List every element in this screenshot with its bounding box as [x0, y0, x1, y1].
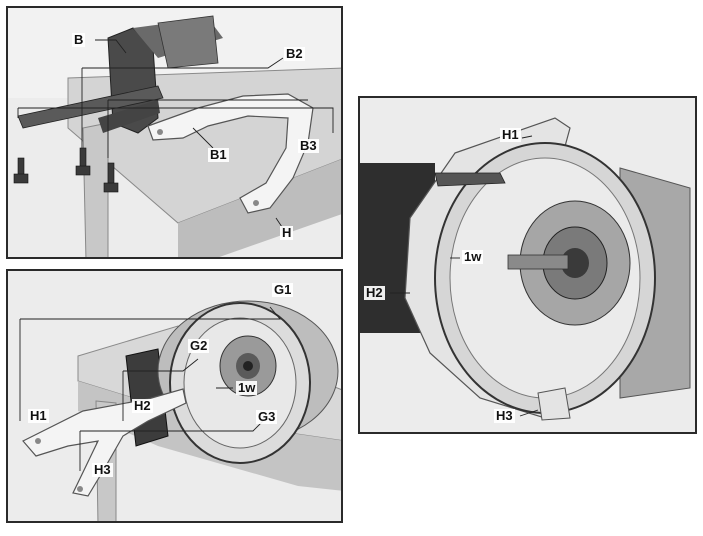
leader-lines	[390, 135, 539, 417]
callout-b1: B1	[208, 147, 229, 162]
callout-g3: G3	[256, 409, 278, 424]
callout-g2: G2	[188, 338, 210, 353]
callout-g1: G1	[272, 282, 294, 297]
leader-lines	[17, 39, 334, 234]
input-shaft	[507, 254, 569, 270]
callout-b3: B3	[298, 138, 319, 153]
callout-h3: H3	[494, 408, 515, 423]
callout-b2: B2	[284, 46, 305, 61]
bolt-left	[13, 157, 29, 184]
callout-b: B	[72, 32, 86, 47]
callout-h1: H1	[500, 127, 521, 142]
table-leg	[82, 122, 109, 257]
callout-h: H	[280, 225, 294, 240]
panel-bracket-assembly: B B2 B1 B3 H	[6, 6, 343, 259]
adapter-plate-h	[147, 93, 314, 214]
panel-transmission-mounting: G1 G2 1w G3 H1 H2 H3	[6, 269, 343, 523]
callout-h2: H2	[364, 285, 385, 300]
callout-h1: H1	[28, 408, 49, 423]
callout-h2: H2	[132, 398, 153, 413]
leader-lines	[19, 306, 281, 471]
rail	[17, 85, 164, 129]
bolt-right	[103, 162, 119, 193]
callout-1w: 1w	[236, 380, 258, 395]
bolt-middle	[75, 147, 91, 176]
panel-housing-front-view: H1 1w H2 H3	[358, 96, 697, 434]
housing-front-view-illustration	[360, 98, 695, 432]
adapter-foot-h3	[537, 387, 571, 421]
callout-h3: H3	[92, 462, 113, 477]
transmission-mounting-illustration	[8, 271, 341, 521]
callout-1w: 1w	[462, 249, 484, 264]
adapter-arm	[434, 172, 506, 187]
